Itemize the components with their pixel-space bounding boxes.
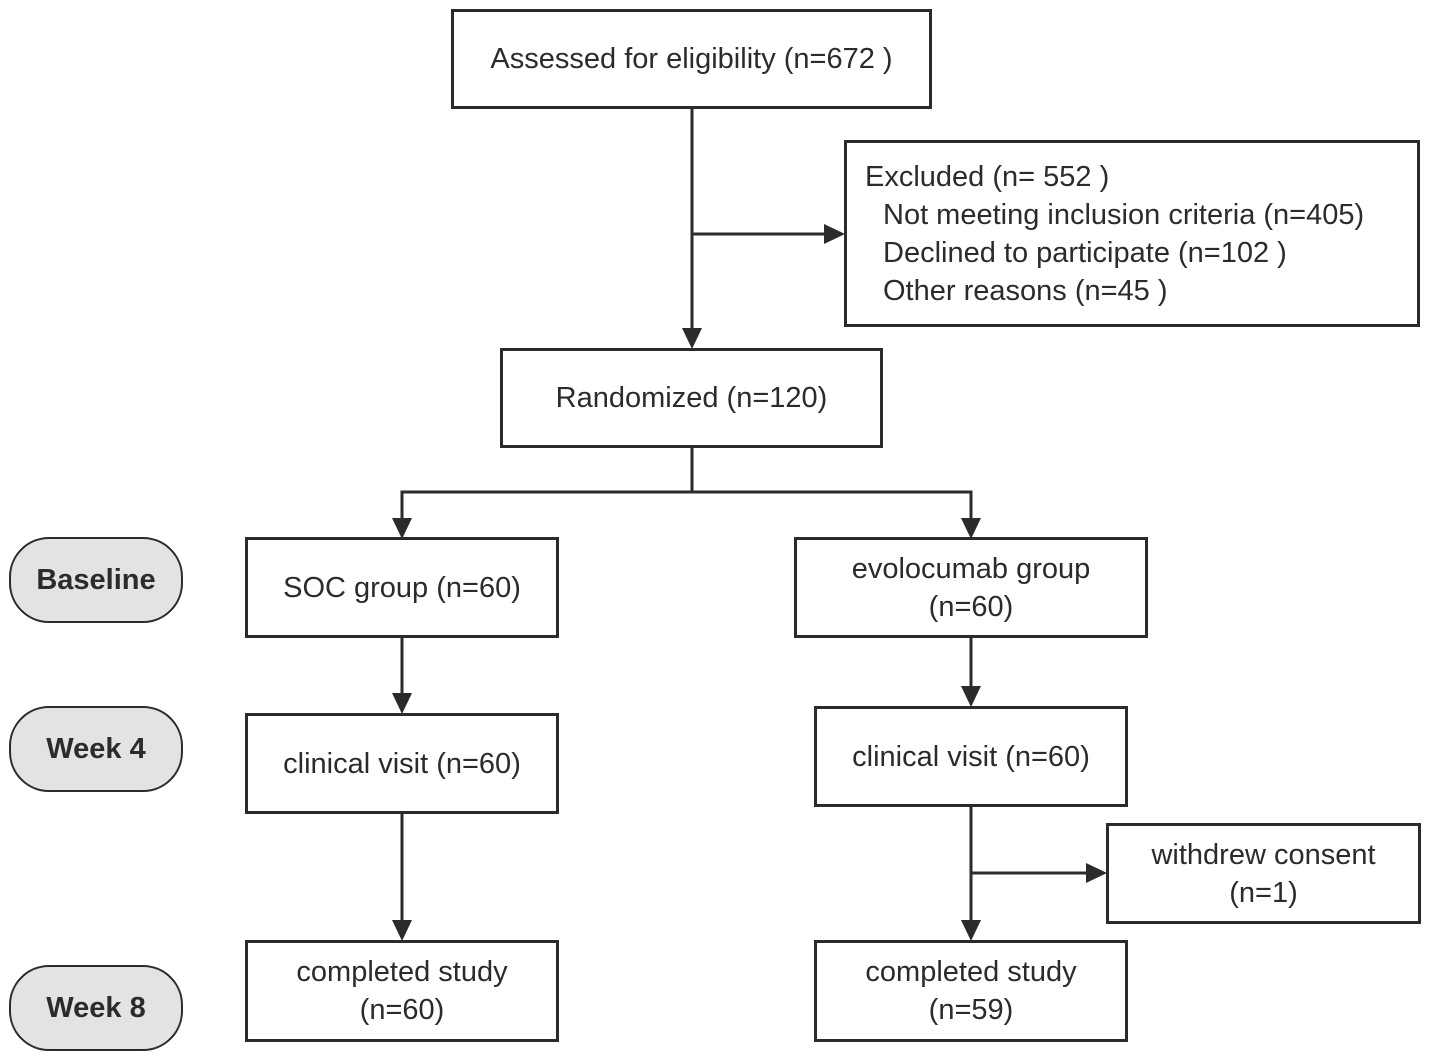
soc-visit-box: clinical visit (n=60) bbox=[245, 713, 559, 814]
arrowhead-withdrew bbox=[1086, 863, 1107, 883]
evolocumab-group-line1: evolocumab group bbox=[851, 552, 1091, 585]
excluded-reason: Declined to participate (n=102 ) bbox=[883, 236, 1287, 269]
phase-week8-label: Week 8 bbox=[9, 965, 183, 1051]
evolocumab-group-line2: (n=60) bbox=[928, 590, 1014, 623]
phase-baseline-text: Baseline bbox=[36, 563, 156, 596]
excluded-title: Excluded (n= 552 ) bbox=[865, 160, 1110, 193]
phase-week4-label: Week 4 bbox=[9, 706, 183, 792]
arrow-randomized-split bbox=[400, 447, 694, 520]
evolocumab-visit-text: clinical visit (n=60) bbox=[852, 740, 1090, 773]
evolocumab-visit-box: clinical visit (n=60) bbox=[814, 706, 1128, 807]
soc-group-text: SOC group (n=60) bbox=[283, 571, 521, 604]
arrow-randomized-split-right bbox=[692, 490, 973, 520]
excluded-box: Excluded (n= 552 ) Not meeting inclusion… bbox=[844, 140, 1420, 327]
evolocumab-completed-line2: (n=59) bbox=[928, 994, 1014, 1026]
assessed-box: Assessed for eligibility (n=672 ) bbox=[451, 9, 932, 109]
arrowhead-randomized bbox=[682, 328, 702, 349]
soc-completed-line1: completed study bbox=[296, 956, 508, 988]
arrowhead-evo-completed bbox=[961, 920, 981, 941]
soc-visit-text: clinical visit (n=60) bbox=[283, 747, 521, 780]
arrowhead-evo-visit bbox=[961, 686, 981, 707]
soc-completed-line2: (n=60) bbox=[359, 994, 445, 1026]
withdrew-line2: (n=1) bbox=[1229, 876, 1298, 909]
assessed-text: Assessed for eligibility (n=672 ) bbox=[490, 43, 893, 75]
evolocumab-completed-box: completed study (n=59) bbox=[814, 940, 1128, 1042]
phase-baseline-label: Baseline bbox=[9, 537, 183, 623]
evolocumab-completed-line1: completed study bbox=[865, 956, 1077, 988]
phase-week8-text: Week 8 bbox=[46, 991, 146, 1024]
withdrew-line1: withdrew consent bbox=[1151, 838, 1376, 871]
excluded-reason: Not meeting inclusion criteria (n=405) bbox=[883, 198, 1365, 231]
arrowhead-evolocumab-group bbox=[961, 518, 981, 539]
randomized-box: Randomized (n=120) bbox=[500, 348, 883, 448]
randomized-text: Randomized (n=120) bbox=[555, 382, 828, 414]
phase-week4-text: Week 4 bbox=[46, 732, 146, 765]
arrowhead-soc-group bbox=[392, 518, 412, 539]
evolocumab-group-box: evolocumab group (n=60) bbox=[794, 537, 1148, 638]
soc-group-box: SOC group (n=60) bbox=[245, 537, 559, 638]
withdrew-consent-box: withdrew consent (n=1) bbox=[1106, 823, 1421, 924]
arrowhead-excluded bbox=[824, 224, 845, 244]
soc-completed-box: completed study (n=60) bbox=[245, 940, 559, 1042]
excluded-reason: Other reasons (n=45 ) bbox=[883, 274, 1168, 307]
arrowhead-soc-visit bbox=[392, 693, 412, 714]
arrowhead-soc-completed bbox=[392, 920, 412, 941]
